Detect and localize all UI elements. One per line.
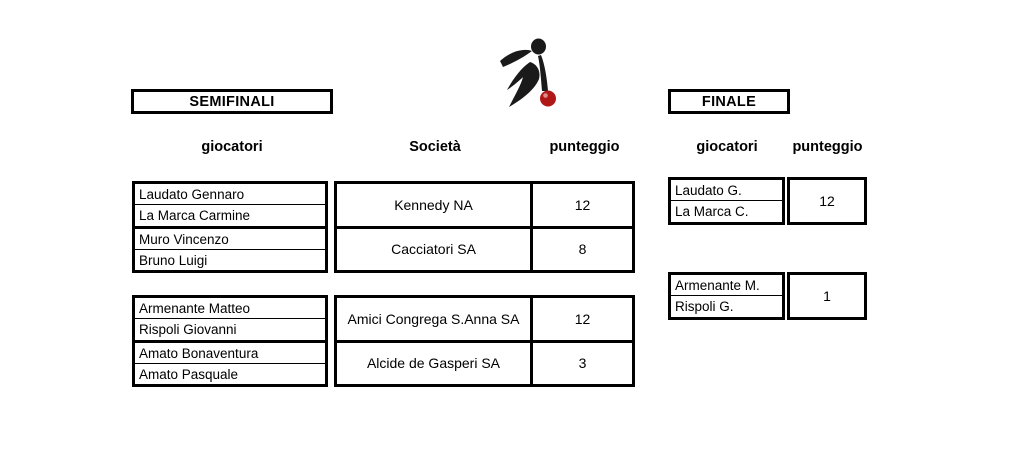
section-title-semifinali: SEMIFINALI <box>131 89 333 114</box>
player-row: Rispoli G. <box>675 299 734 314</box>
player-row: La Marca C. <box>675 204 749 219</box>
header-finale-giocatori: giocatori <box>696 139 758 155</box>
semifinal-2-names-column: Armenante Matteo Rispoli Giovanni Amato … <box>132 295 328 387</box>
semifinali-label: SEMIFINALI <box>189 93 275 110</box>
club-cell: Kennedy NA <box>337 184 533 226</box>
finale-label: FINALE <box>701 93 757 110</box>
table-row: Alcide de Gasperi SA 3 <box>337 342 632 384</box>
semifinal-1-names-column: Laudato Gennaro La Marca Carmine Muro Vi… <box>132 181 328 273</box>
semifinal-2-results-table: Amici Congrega S.Anna SA 12 Alcide de Ga… <box>334 295 635 387</box>
player-row: Armenante M. <box>671 275 782 296</box>
table-row: Cacciatori SA 8 <box>337 228 632 270</box>
final-block-1: Laudato G. La Marca C. 12 <box>668 177 867 225</box>
score-cell: 3 <box>578 355 587 372</box>
score-cell: 12 <box>574 310 591 327</box>
player-row: Laudato Gennaro <box>135 184 325 205</box>
semifinal-block-2: Armenante Matteo Rispoli Giovanni Amato … <box>132 295 635 387</box>
final-1-names-column: Laudato G. La Marca C. <box>668 177 785 225</box>
semifinal-1-results-table: Kennedy NA 12 Cacciatori SA 8 <box>334 181 635 273</box>
bocce-player-logo <box>497 33 563 113</box>
player-row: Amato Pasquale <box>139 366 239 382</box>
player-row: Rispoli Giovanni <box>135 319 325 343</box>
club-cell: Amici Congrega S.Anna SA <box>337 298 533 340</box>
semifinal-block-1: Laudato Gennaro La Marca Carmine Muro Vi… <box>132 181 635 273</box>
final-2-score-cell: 1 <box>787 272 867 320</box>
score-cell: 8 <box>578 241 587 258</box>
player-row: Armenante Matteo <box>135 298 325 319</box>
final-block-2: Armenante M. Rispoli G. 1 <box>668 272 867 320</box>
score-cell: 12 <box>574 196 591 213</box>
table-row: Amici Congrega S.Anna SA 12 <box>337 298 632 343</box>
player-row: Bruno Luigi <box>139 252 208 268</box>
player-row: Muro Vincenzo <box>135 229 325 250</box>
club-cell: Cacciatori SA <box>337 228 533 270</box>
header-semifinali-societa: Società <box>409 139 461 155</box>
table-row: Kennedy NA 12 <box>337 184 632 229</box>
player-row: La Marca Carmine <box>135 205 325 229</box>
player-row: Amato Bonaventura <box>135 343 325 364</box>
header-semifinali-punteggio: punteggio <box>549 139 620 155</box>
header-semifinali-giocatori: giocatori <box>201 139 263 155</box>
player-row: Laudato G. <box>671 180 782 201</box>
club-cell: Alcide de Gasperi SA <box>337 342 533 384</box>
final-1-score-cell: 12 <box>787 177 867 225</box>
header-finale-punteggio: punteggio <box>792 139 863 155</box>
section-title-finale: FINALE <box>668 89 790 114</box>
final-2-names-column: Armenante M. Rispoli G. <box>668 272 785 320</box>
